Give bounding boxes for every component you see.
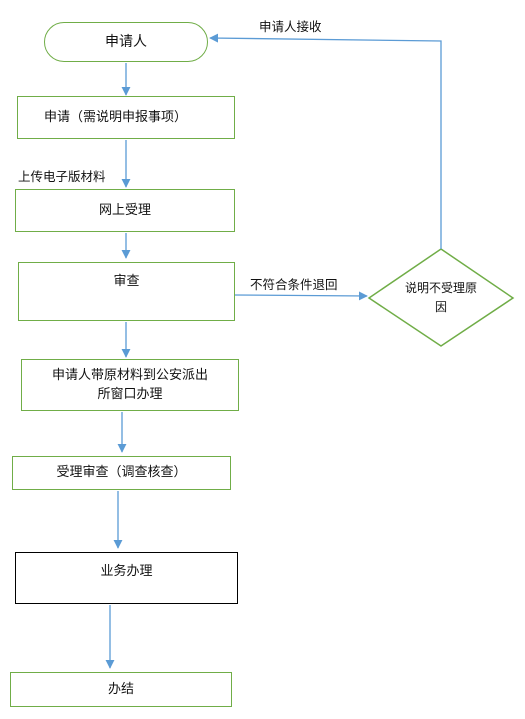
review-node: 审查	[18, 262, 235, 321]
accept-review-label: 受理审查（调查核查）	[56, 465, 187, 480]
explain-reason-label: 说明不受理原因	[404, 281, 477, 314]
start-node-applicant: 申请人	[44, 22, 208, 62]
decision-node-text: 说明不受理原因	[404, 278, 478, 318]
online-accept-node: 网上受理	[15, 189, 235, 232]
bring-materials-node: 申请人带原材料到公安派出所窗口办理	[21, 359, 239, 411]
complete-label: 办结	[107, 681, 134, 697]
online-accept-label: 网上受理	[98, 202, 151, 218]
complete-node: 办结	[10, 672, 232, 707]
applicant-receive-label: 申请人接收	[259, 19, 322, 34]
accept-review-node: 受理审查（调查核查）	[12, 456, 231, 490]
bring-materials-label: 申请人带原材料到公安派出所窗口办理	[51, 368, 208, 402]
apply-label: 申请（需说明申报事项）	[44, 109, 188, 125]
review-label: 审查	[113, 274, 140, 289]
business-process-node: 业务办理	[15, 552, 238, 604]
arrow-review-to-decision	[234, 291, 368, 301]
business-process-label: 业务办理	[100, 564, 153, 579]
arrow-decision-to-applicant	[209, 33, 442, 249]
apply-node: 申请（需说明申报事项）	[17, 96, 235, 139]
applicant-label: 申请人	[105, 34, 147, 50]
reject-label: 不符合条件退回	[250, 277, 338, 292]
decision-diamond-shape	[367, 248, 515, 347]
upload-label: 上传电子版材料	[18, 169, 106, 184]
